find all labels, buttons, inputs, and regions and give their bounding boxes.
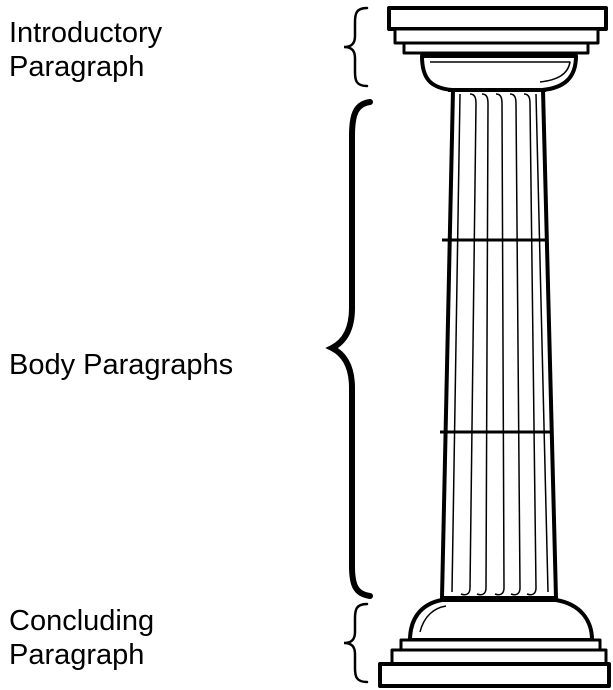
column-capital xyxy=(389,8,606,90)
column-shaft xyxy=(440,90,556,598)
concluding-curly-brace-icon xyxy=(344,604,367,682)
column-base xyxy=(380,598,609,686)
body-curly-brace-icon xyxy=(332,102,370,596)
intro-curly-brace-icon xyxy=(344,8,367,86)
